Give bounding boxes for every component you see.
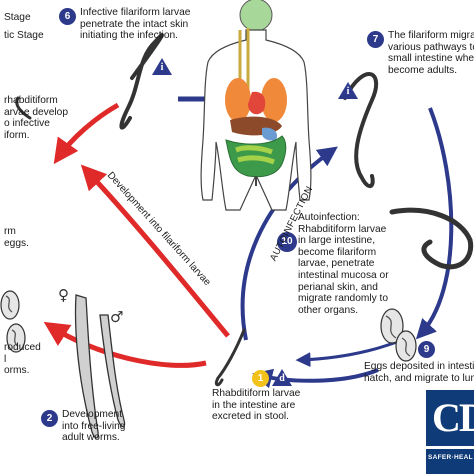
infective-stage-marker-6: i (152, 58, 172, 75)
cdc-logo-tagline: SAFER·HEAL (428, 454, 473, 461)
step-4-text: rm eggs. (4, 226, 29, 249)
rhabditiform-larva-stool (214, 328, 246, 387)
step-7-text: The filariform migrate various pathways … (388, 30, 474, 76)
step-2-text: Development into free-living adult worms… (62, 409, 126, 444)
step-1-badge: 1 (252, 370, 269, 387)
female-free-living-worm (74, 294, 99, 439)
adult-worm-parasitic (389, 207, 474, 270)
eggs-left (0, 290, 26, 353)
legend-infective-stage: Stage (4, 12, 31, 23)
step-10-badge: 10 (277, 232, 297, 252)
female-symbol: ♀ (58, 286, 69, 304)
cdc-logo-text: CD (432, 395, 474, 440)
step-6-badge: 6 (59, 8, 76, 25)
arrow-to-free-living-adults (43, 321, 207, 368)
eggs-right (380, 308, 417, 362)
male-free-living-worm (99, 314, 126, 428)
step-2-badge: 2 (41, 410, 58, 427)
step-1-text: Rhabditiform larvae in the intestine are… (212, 388, 301, 423)
male-symbol: ♂ (110, 308, 124, 326)
step-10-text: Autoinfection: Rhabditiform larvae in la… (298, 212, 389, 316)
human-body-illustration (200, 0, 312, 211)
diagnostic-stage-marker: d (272, 369, 292, 386)
infective-stage-marker-7: i (338, 82, 358, 99)
step-9-text: Eggs deposited in intestin hatch, and mi… (364, 361, 474, 384)
step-6-text: Infective filariform larvae penetrate th… (80, 7, 191, 42)
step-7-badge: 7 (367, 31, 384, 48)
arrow-free-living-top (53, 102, 120, 165)
step-3-text: roduced l orms. (4, 342, 41, 377)
arrow-right-down (415, 107, 454, 340)
worm-infective-filariform (119, 33, 164, 130)
step-9-badge: 9 (418, 341, 435, 358)
cdc-logo: CD SAFER·HEAL (426, 390, 474, 474)
worm-filariform-right (343, 72, 379, 188)
step-5-text: rhabditiform arvae develop o infective i… (4, 95, 69, 141)
arrow-development-filariform (80, 164, 230, 338)
legend-diagnostic-stage: tic Stage (4, 30, 44, 41)
